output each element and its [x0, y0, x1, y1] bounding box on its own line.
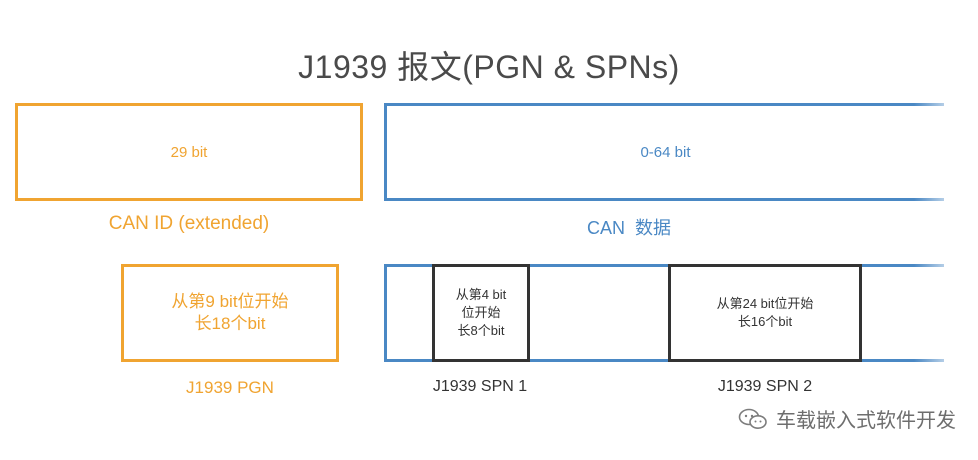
- can-data-fade: [914, 100, 974, 204]
- can-id-bits: 29 bit: [170, 143, 208, 161]
- spn2-line-1: 从第24 bit位开始: [716, 296, 814, 311]
- pgn-line-1: 从第9 bit位开始: [171, 292, 289, 311]
- spn1-line-1: 从第4 bit: [455, 287, 507, 302]
- can-data-box: 0-64 bit: [384, 103, 944, 201]
- watermark-text: 车载嵌入式软件开发: [776, 410, 956, 432]
- spn1-line-3: 长8个bit: [457, 323, 505, 338]
- pgn-line-2: 长18个bit: [194, 314, 266, 333]
- can-id-label: CAN ID (extended): [108, 213, 270, 234]
- can-data-label: CAN 数据: [586, 218, 671, 238]
- spn2-label: J1939 SPN 2: [717, 378, 813, 395]
- pgn-label: J1939 PGN: [186, 378, 274, 397]
- spn1-label: J1939 SPN 1: [432, 378, 528, 395]
- diagram-title: J1939 报文(PGN & SPNs): [298, 49, 680, 85]
- wechat-icon: [738, 408, 767, 429]
- spn1-box: 从第4 bit 位开始 长8个bit: [432, 264, 530, 362]
- spn2-box: 从第24 bit位开始 长16个bit: [668, 264, 862, 362]
- spn-data-fade: [914, 261, 974, 365]
- pgn-box: 从第9 bit位开始 长18个bit: [121, 264, 339, 362]
- can-id-box: 29 bit: [15, 103, 363, 201]
- watermark: 车载嵌入式软件开发: [738, 404, 956, 433]
- can-data-bits: 0-64 bit: [640, 143, 691, 161]
- spn2-line-2: 长16个bit: [737, 314, 793, 329]
- spn1-line-2: 位开始: [461, 305, 501, 320]
